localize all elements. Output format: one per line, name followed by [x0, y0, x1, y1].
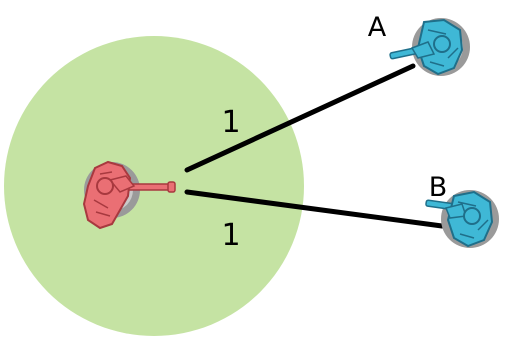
shooter-model	[82, 160, 176, 230]
target-b-figure	[425, 190, 494, 248]
range-label-b: 1	[221, 218, 240, 253]
target-model-b	[425, 190, 499, 248]
target-a-label: A	[368, 12, 387, 43]
target-b-label: B	[429, 172, 448, 203]
line-to-target-b	[184, 189, 445, 229]
range-label-a: 1	[221, 105, 240, 140]
target-a-figure	[389, 18, 464, 76]
shooter-figure	[82, 160, 176, 230]
line-to-target-a	[184, 63, 416, 173]
target-model-a	[389, 18, 470, 76]
